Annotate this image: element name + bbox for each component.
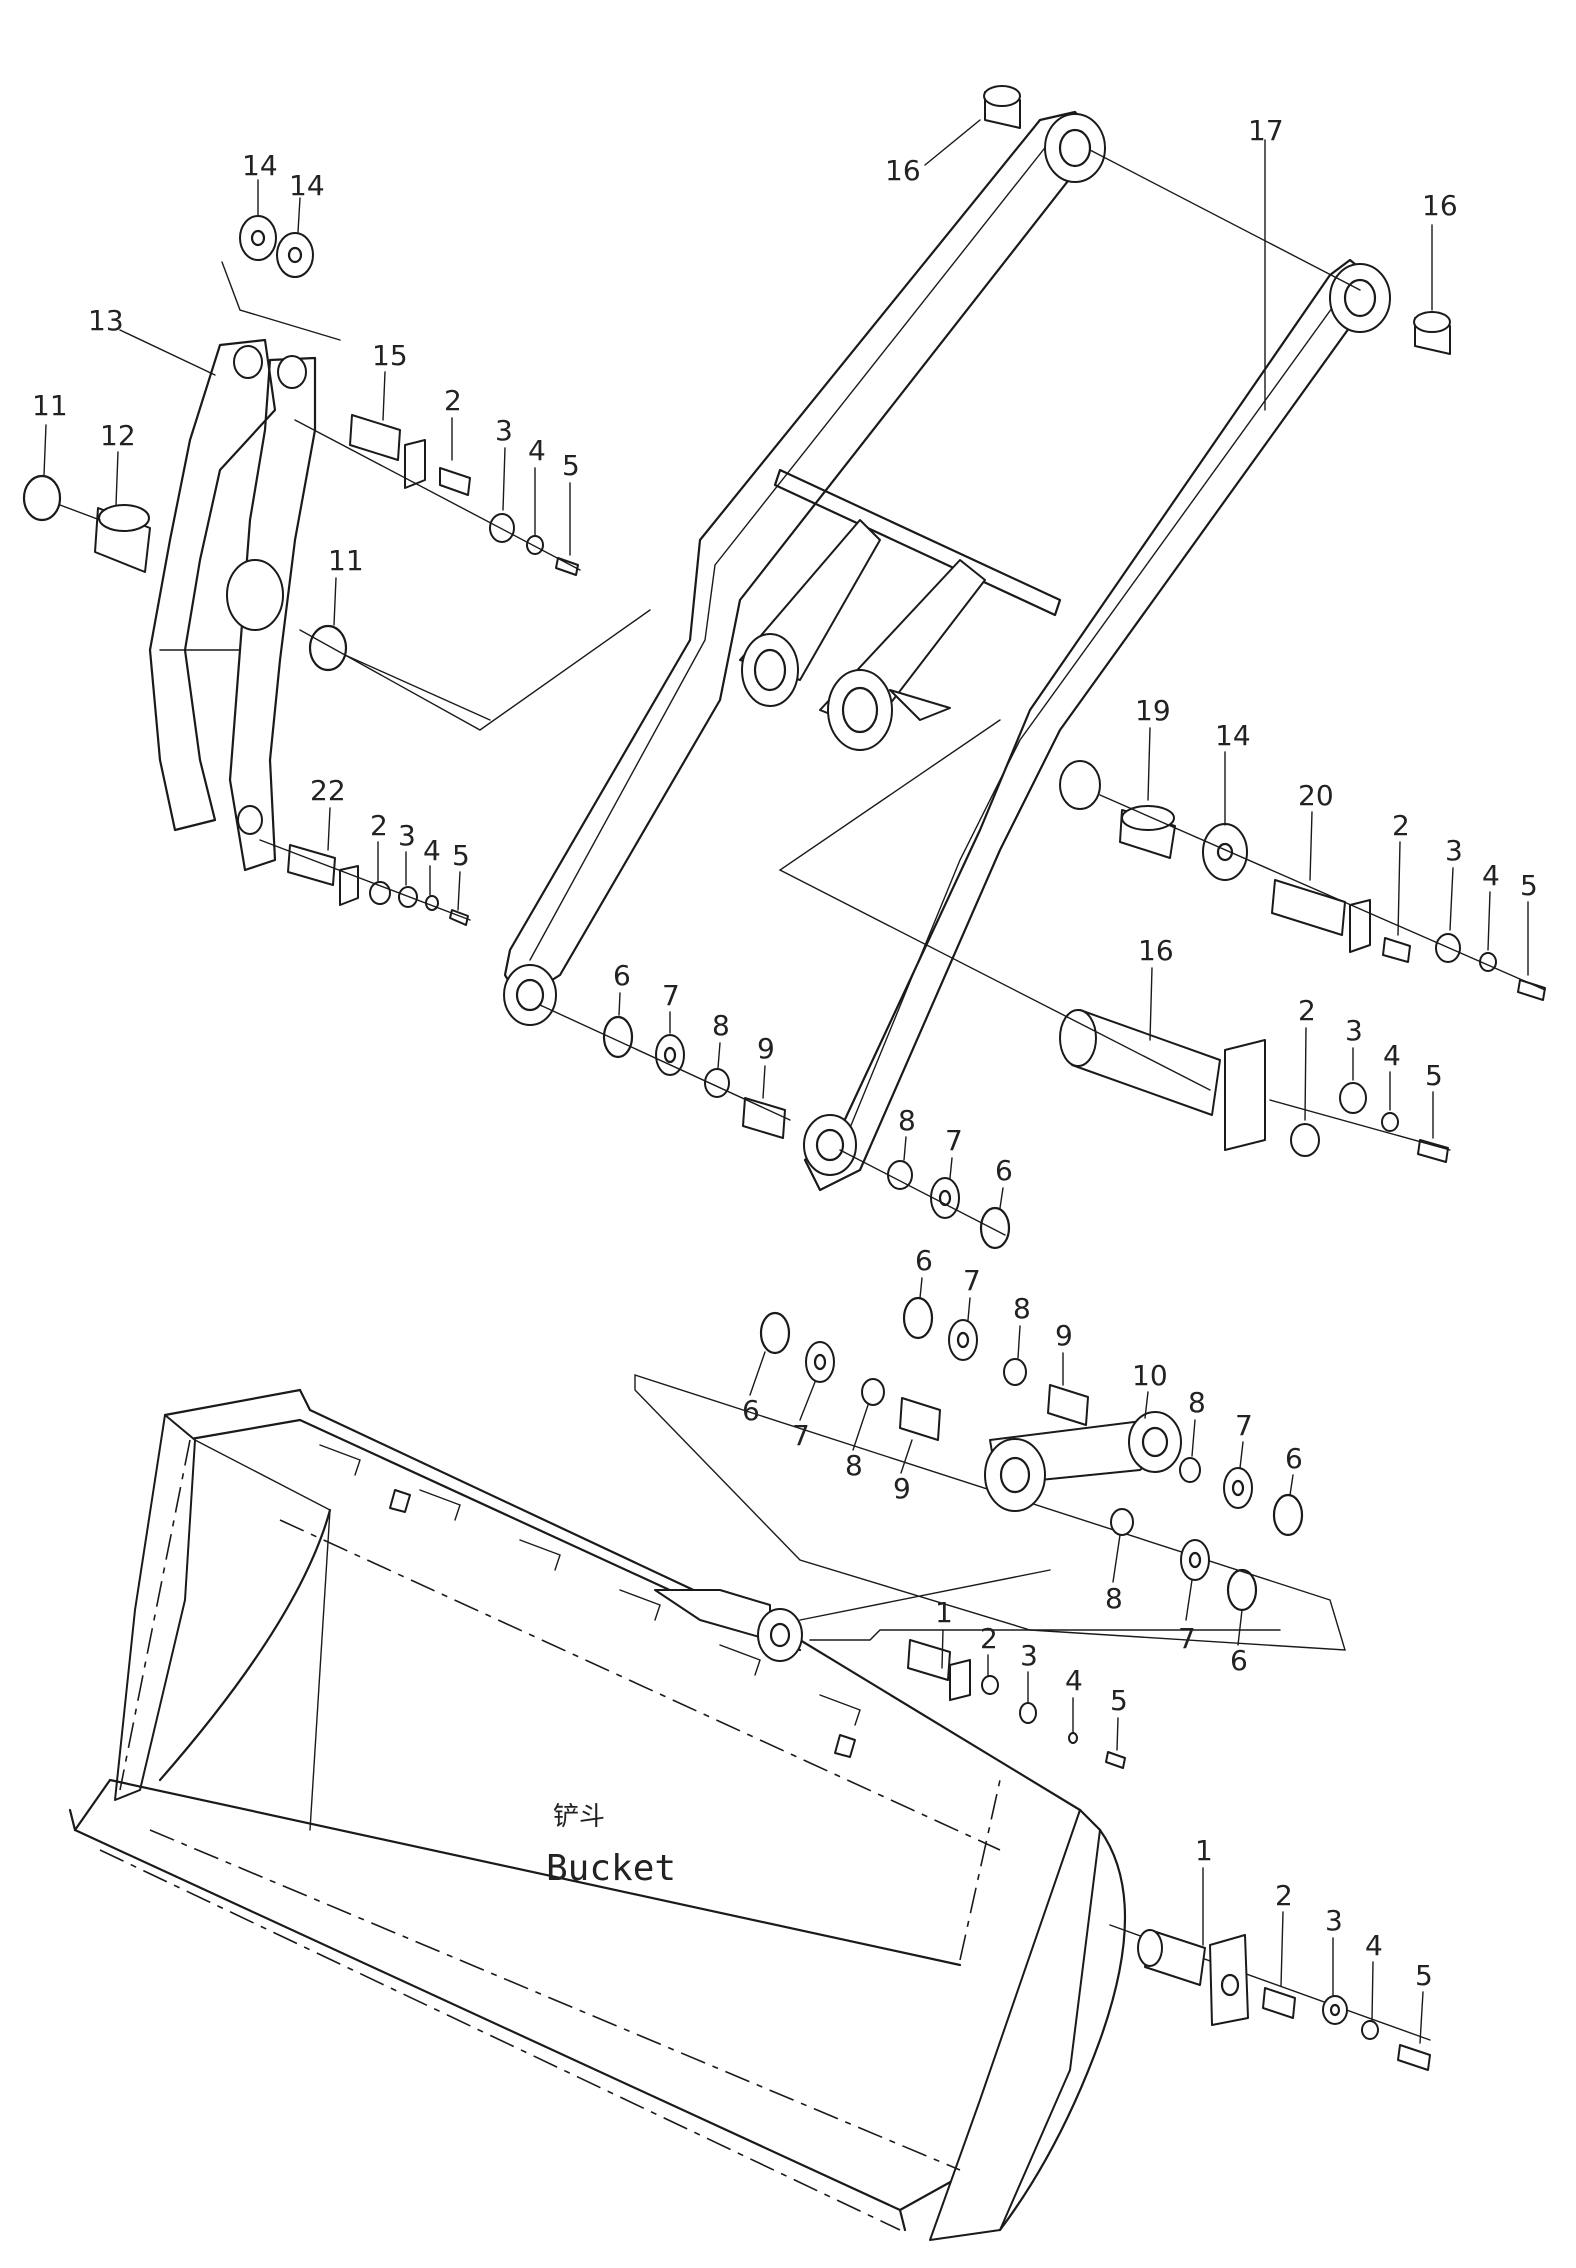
label-9: 9 (757, 1032, 775, 1065)
pin-20-assembly (1099, 794, 1546, 1001)
label-2: 2 (444, 384, 462, 417)
label-3: 3 (1445, 834, 1463, 867)
part-labels: 14 14 13 11 12 15 2 3 4 5 11 22 2 3 4 5 … (32, 114, 1538, 2044)
label-15: 15 (372, 339, 408, 372)
label-6: 6 (742, 1394, 760, 1427)
label-5: 5 (1425, 1059, 1443, 1092)
label-1: 1 (935, 1596, 953, 1629)
label-18: 17 (1248, 114, 1284, 147)
label-8: 8 (1105, 1582, 1123, 1615)
label-6: 6 (995, 1154, 1013, 1187)
label-3: 3 (495, 414, 513, 447)
label-14: 14 (1215, 719, 1251, 752)
bush-17 (983, 85, 1451, 355)
washers-14 (221, 215, 341, 341)
label-2: 2 (1275, 1879, 1293, 1912)
label-6: 6 (915, 1244, 933, 1277)
label-17: 16 (1422, 189, 1458, 222)
label-9: 9 (1055, 1319, 1073, 1352)
label-6: 6 (1285, 1442, 1303, 1475)
label-14: 14 (242, 149, 278, 182)
label-2: 2 (1392, 809, 1410, 842)
label-4: 4 (528, 434, 546, 467)
label-1: 1 (1195, 1834, 1213, 1867)
label-5: 5 (1520, 869, 1538, 902)
bucket-pin-middle (809, 1629, 1281, 1769)
label-3: 3 (398, 819, 416, 852)
label-11: 11 (32, 389, 68, 422)
label-5: 5 (562, 449, 580, 482)
bucket-label-cn: 铲斗 (553, 1802, 605, 1832)
label-8: 8 (898, 1104, 916, 1137)
label-3: 3 (1345, 1014, 1363, 1047)
label-2: 2 (980, 1622, 998, 1655)
boom-arm (503, 110, 1391, 1192)
label-11: 11 (328, 544, 364, 577)
label-7: 7 (945, 1124, 963, 1157)
label-13: 13 (88, 304, 124, 337)
label-5: 5 (1110, 1684, 1128, 1717)
label-7: 7 (792, 1419, 810, 1452)
label-3: 3 (1020, 1639, 1038, 1672)
label-12: 12 (100, 419, 136, 452)
boom-pin-left-washers (539, 1004, 791, 1139)
label-7: 7 (963, 1264, 981, 1297)
label-8: 8 (1013, 1292, 1031, 1325)
link-10-assembly (634, 1296, 1346, 1651)
label-8: 8 (712, 1009, 730, 1042)
label-2: 2 (1298, 994, 1316, 1027)
pin-15-assembly (294, 414, 581, 576)
label-4: 4 (1065, 1664, 1083, 1697)
label-4: 4 (1482, 859, 1500, 892)
label-20: 20 (1298, 779, 1334, 812)
label-6: 6 (1230, 1644, 1248, 1677)
label-5: 5 (452, 839, 470, 872)
label-5: 5 (1415, 1959, 1433, 1992)
label-8: 8 (845, 1449, 863, 1482)
label-17: 16 (885, 154, 921, 187)
label-16: 16 (1138, 934, 1174, 967)
label-4: 4 (1383, 1039, 1401, 1072)
label-7: 7 (1178, 1622, 1196, 1655)
bell-crank (148, 338, 651, 872)
bucket-label-en: Bucket (546, 1848, 676, 1889)
label-6: 6 (613, 959, 631, 992)
label-7: 7 (1235, 1409, 1253, 1442)
label-8: 8 (1188, 1386, 1206, 1419)
bushing-12 (22, 474, 491, 721)
boom-pin-right-washers (839, 1149, 1011, 1250)
bucket-pin-lower (1137, 1929, 1431, 2071)
pin-22-assembly (259, 839, 471, 926)
label-22: 22 (310, 774, 346, 807)
label-4: 4 (1365, 1929, 1383, 1962)
label-9: 9 (893, 1472, 911, 1505)
bucket (68, 1388, 1431, 2241)
label-19: 19 (1135, 694, 1171, 727)
label-10: 10 (1132, 1359, 1168, 1392)
label-3: 3 (1325, 1904, 1343, 1937)
label-14: 14 (289, 169, 325, 202)
pin-16-assembly (778, 719, 1451, 1163)
label-2: 2 (370, 809, 388, 842)
label-4: 4 (423, 834, 441, 867)
label-7: 7 (662, 979, 680, 1012)
